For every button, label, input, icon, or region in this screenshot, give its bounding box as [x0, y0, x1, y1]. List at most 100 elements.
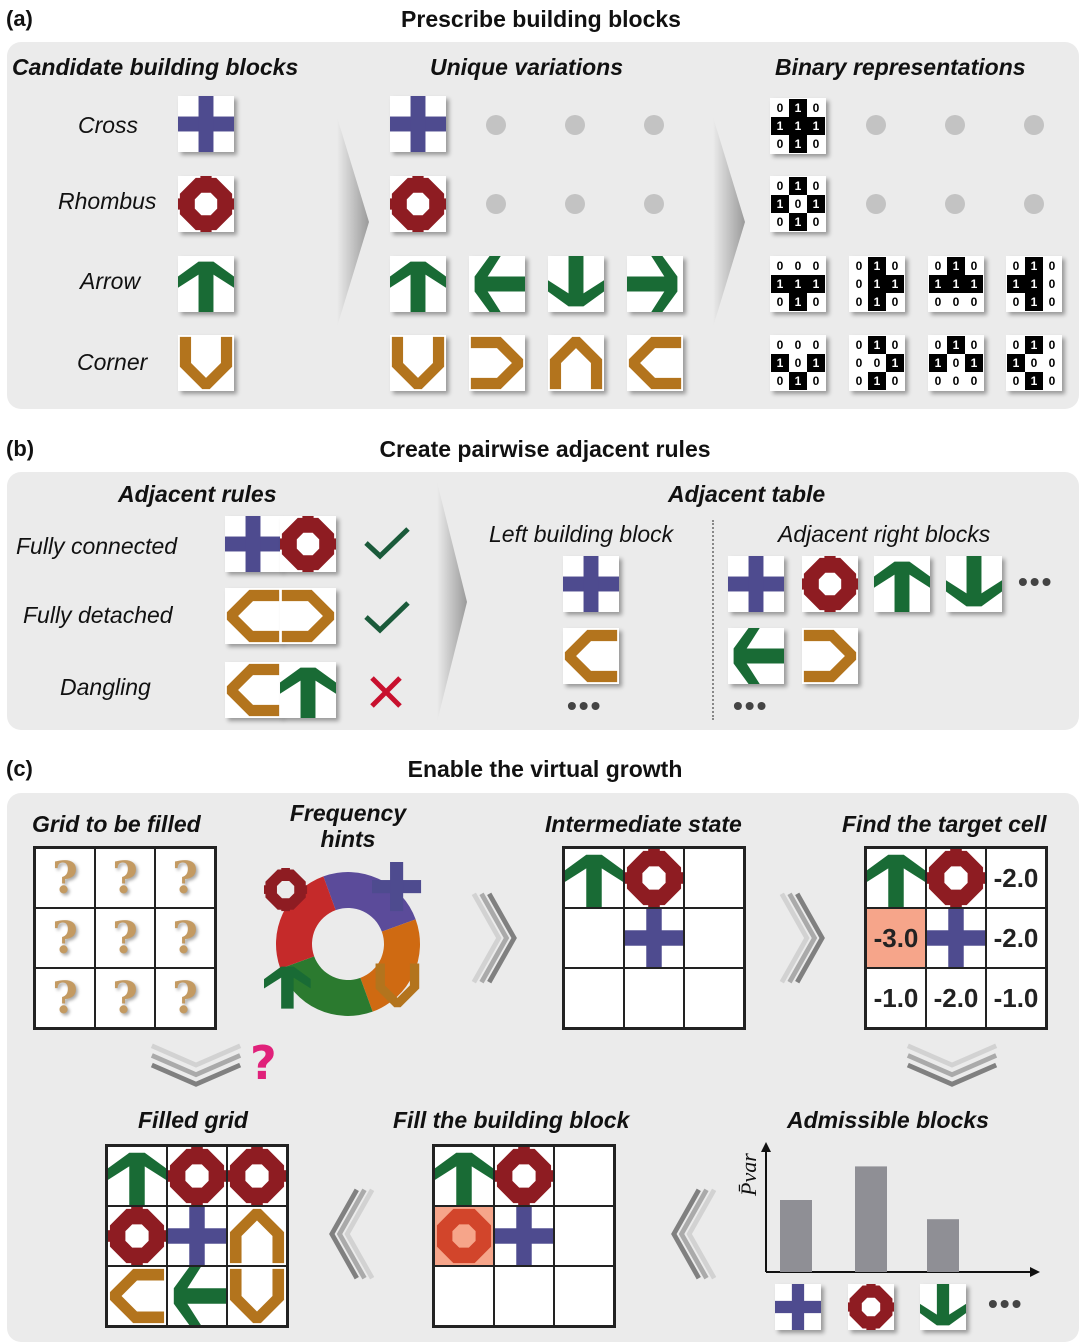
more-ellipsis: •••	[1018, 566, 1053, 598]
empty-dot	[644, 115, 664, 135]
binary-cell: 1	[807, 117, 825, 135]
rhombus-block-icon	[178, 176, 234, 232]
cross-icon	[168, 1207, 226, 1265]
question-icon: ?	[112, 973, 138, 1024]
filled-grid	[105, 1144, 289, 1328]
empty-dot	[565, 194, 585, 214]
rhombus-icon	[625, 849, 683, 907]
rule-dangling: Dangling	[60, 674, 151, 701]
corner-right-icon	[280, 588, 336, 644]
rhombus-icon	[927, 849, 985, 907]
binary-cell: 0	[1025, 354, 1043, 372]
admissible-bar-chart: P̄var	[730, 1140, 1050, 1280]
binary-cell: 1	[929, 275, 947, 293]
chevron-right-icon	[470, 890, 518, 986]
binary-cell: 1	[771, 117, 789, 135]
binary-cell: 1	[868, 293, 886, 311]
chevron-left-icon	[670, 1186, 718, 1282]
binary-cell: 0	[771, 372, 789, 390]
binary-cell: 0	[771, 257, 789, 275]
binary-cell: 0	[947, 372, 965, 390]
cell-score: -2.0	[994, 863, 1039, 894]
cross-icon	[495, 1207, 553, 1265]
chevron-down-icon	[148, 1042, 244, 1090]
corner-right-icon	[469, 335, 525, 391]
arrow-down-icon	[548, 256, 604, 312]
rhombus-icon	[108, 1207, 166, 1265]
binary-cell: 1	[1007, 275, 1025, 293]
binary-cell: 0	[807, 372, 825, 390]
binary-cell: 0	[965, 293, 983, 311]
big-arrow-3	[437, 482, 467, 722]
binary-matrix: 000101010	[770, 335, 826, 391]
binary-cell: 0	[771, 293, 789, 311]
binary-cell: 0	[789, 336, 807, 354]
binary-cell: 1	[886, 354, 904, 372]
arrow-up-icon	[390, 256, 446, 312]
adjacent-table-header: Adjacent table	[668, 481, 825, 508]
corner-left-icon	[225, 588, 281, 644]
binary-cell: 1	[1025, 293, 1043, 311]
empty-dot	[1024, 115, 1044, 135]
binary-cell: 0	[771, 135, 789, 153]
admissible-bar	[780, 1200, 812, 1272]
question-icon: ?	[52, 853, 78, 904]
cross-icon	[625, 909, 683, 967]
cross-block-icon	[225, 516, 281, 572]
binary-cell: 0	[789, 354, 807, 372]
corner-left-icon	[627, 335, 683, 391]
rhombus-highlight-icon	[435, 1207, 493, 1265]
binary-cell: 1	[868, 275, 886, 293]
cross-block-icon	[563, 556, 619, 612]
binary-cell: 0	[929, 257, 947, 275]
question-icon: ?	[52, 913, 78, 964]
panel-a	[7, 42, 1079, 409]
binary-cell: 0	[886, 336, 904, 354]
binary-cell: 0	[947, 354, 965, 372]
binary-cell: 1	[1025, 372, 1043, 390]
binary-cell: 1	[789, 117, 807, 135]
filled-grid-title: Filled grid	[138, 1107, 248, 1134]
corner-block-icon	[178, 335, 234, 391]
binary-cell: 1	[789, 372, 807, 390]
panel-a-title: Prescribe building blocks	[0, 6, 1082, 33]
question-icon: ?	[112, 853, 138, 904]
binary-cell: 1	[886, 275, 904, 293]
binary-matrix: 010001010	[849, 335, 905, 391]
arrow-left-icon	[728, 628, 784, 684]
cross-icon	[927, 909, 985, 967]
admissible-bar	[927, 1219, 959, 1272]
frequency-hints-title: Frequency hints	[262, 800, 434, 852]
binary-cell: 0	[929, 372, 947, 390]
binary-cell: 0	[965, 336, 983, 354]
binary-matrix: 010111010	[770, 98, 826, 154]
binary-cell: 0	[1043, 354, 1061, 372]
binary-cell: 0	[1007, 372, 1025, 390]
binary-cell: 1	[771, 354, 789, 372]
pink-question-icon: ?	[250, 1036, 277, 1090]
bars-group	[780, 1166, 959, 1272]
binary-cell: 1	[1007, 354, 1025, 372]
binary-cell: 1	[807, 354, 825, 372]
binary-cell: 0	[789, 257, 807, 275]
corner-up-icon	[548, 335, 604, 391]
label-cross: Cross	[78, 112, 138, 139]
arrow-down-icon	[946, 556, 1002, 612]
binary-cell: 0	[771, 177, 789, 195]
table-divider	[712, 520, 714, 720]
question-icon: ?	[172, 853, 198, 904]
cross-block-icon	[775, 1284, 821, 1330]
arrow-left-icon	[168, 1267, 226, 1325]
arrow-down-icon	[920, 1284, 966, 1330]
chevron-right-icon	[778, 890, 826, 986]
intermediate-grid	[562, 846, 746, 1030]
big-arrow-2	[713, 117, 745, 327]
arrow-up-icon	[565, 849, 623, 907]
binary-cell: 0	[929, 336, 947, 354]
empty-dot	[945, 194, 965, 214]
chevron-down-icon	[904, 1042, 1000, 1090]
binary-cell: 0	[807, 213, 825, 231]
